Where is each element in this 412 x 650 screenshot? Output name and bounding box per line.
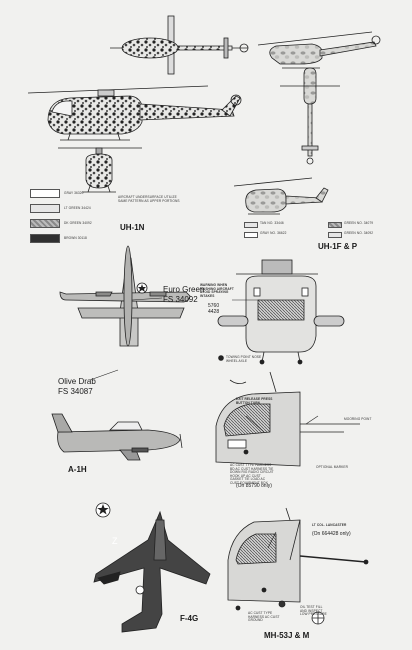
color-fs-olive-drab: FS 34087: [58, 387, 93, 396]
f4g-planform: Z: [93, 510, 211, 633]
color-swatch-brown: [30, 234, 60, 243]
optional-marker-label: OPTIONAL MARKER: [316, 465, 349, 469]
uh1n-front-view: [58, 147, 142, 193]
national-insignia-icon: [95, 502, 111, 518]
color-label-olive-drab: Olive Drab: [58, 377, 96, 386]
serial-4428-label: 4428: [208, 309, 220, 315]
on-664428-note: (On 664428 only): [312, 531, 351, 537]
uh1fp-side-view: [233, 177, 329, 215]
f4g-caption: F-4G: [180, 614, 199, 623]
legend-label-lt-green: LT GREEN 34424: [64, 206, 91, 210]
color-swatch-green-34092: [328, 232, 342, 238]
mh53-front-view: [217, 259, 345, 384]
color-swatch-green-34079: [328, 222, 342, 228]
cust-ground-note: AC CUST TYPE HARNESS AC CUST GROUND: [248, 611, 280, 623]
towing-point-label: TOWING POINT NOSE WHEEL AXLE: [226, 355, 262, 363]
cust-harness-note: AC CUST TYPE HARNESS BD AC CUST HARNESS …: [230, 463, 274, 485]
uh1n-caption: UH-1N: [120, 223, 145, 232]
uh1fp-top-view: [257, 31, 381, 69]
exit-release-label: EXIT RELEASE PRESS BUTTON TURN: [236, 397, 273, 405]
color-fs-euro-green: FS 34092: [163, 295, 198, 304]
legend-label-gray-36622: GRAY NO. 36622: [260, 231, 287, 235]
legend-label-green-34079: GREEN NO. 34079: [344, 221, 374, 225]
mh53-caption: MH-53J & M: [264, 631, 310, 640]
uh1n-undersurface-note: AIRCRAFT UNDERSURFACE UTILIZE SAME PATTE…: [118, 195, 180, 203]
uh1fp-caption: UH-1F & P: [318, 242, 358, 251]
a1h-side-view: [51, 413, 183, 461]
color-swatch-tan: [244, 222, 258, 228]
legend-label-tan: TAN NO. 33446: [260, 221, 284, 225]
a1h-planform: [59, 245, 191, 347]
legend-label-brown: BROWN 30118: [64, 236, 87, 240]
color-swatch-lt-green: [30, 204, 60, 213]
uh1n-top-view: [110, 15, 249, 75]
color-label-euro-green: Euro Green: [163, 285, 205, 294]
color-swatch-gray-36622: [244, 232, 258, 238]
legend-label-green-34092: GREEN NO. 34092: [344, 231, 374, 235]
uh1fp-plan-view: [280, 67, 340, 165]
mh53-nose-view: [215, 371, 360, 467]
serial-5760-label: 5760: [208, 303, 220, 309]
oil-test-note: OIL TEST FILL AND INSPECT LOW PRESSURE: [300, 605, 327, 617]
lt-col-lancaster-label: LT COL. LANCASTER: [312, 523, 347, 527]
a1h-caption: A-1H: [68, 465, 87, 474]
legend-label-dk-green: DK GREEN 34092: [64, 221, 92, 225]
color-swatch-dk-green: [30, 219, 60, 228]
unit-emblem-icon: [311, 611, 325, 625]
uh1n-side-view: [27, 85, 242, 141]
svg-text:Z: Z: [112, 536, 118, 546]
mooring-point-label: MOORING POINT: [344, 417, 372, 421]
mh53-refuel-probe-view: [227, 507, 369, 611]
leader-lines: [89, 297, 319, 549]
washing-warning-label: WARNING WHEN WASHING AIRCRAFT AVOID SPRA…: [200, 283, 234, 298]
legend-label-gray: GRAY 36320: [64, 191, 84, 195]
color-swatch-gray: [30, 189, 60, 198]
on-85790-note: (On 85790 only): [236, 483, 272, 489]
